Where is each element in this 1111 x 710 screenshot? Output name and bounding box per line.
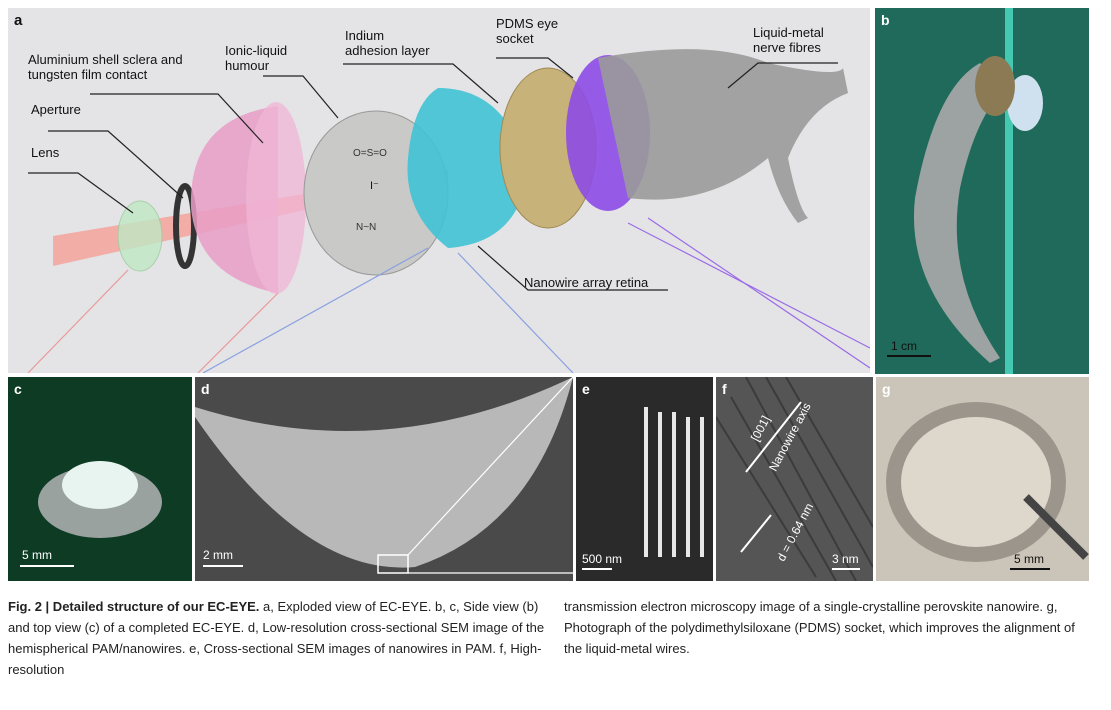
scale-label-c: 5 mm	[22, 548, 52, 562]
panel-label-d: d	[201, 381, 210, 397]
callout-pdms: PDMS eye socket	[496, 16, 559, 46]
scale-bar-c	[20, 565, 74, 567]
aperture-shape	[173, 183, 197, 269]
scale-label-f: 3 nm	[832, 552, 859, 566]
panel-e-nanowire-sem: e 500 nm	[576, 377, 713, 581]
scale-bar-b	[887, 355, 931, 357]
sem-low-res-image	[195, 377, 573, 574]
caption-title: Fig. 2 | Detailed structure of our EC-EY…	[8, 599, 260, 614]
panel-label-g: g	[882, 381, 891, 397]
callout-humour: Ionic-liquid humour	[225, 43, 288, 73]
panel-b-side-view-photo: b 1 cm	[875, 8, 1089, 374]
panel-c-top-view-photo: c 5 mm	[8, 377, 192, 581]
panel-label-c: c	[14, 381, 22, 397]
scale-bar-f	[832, 568, 860, 570]
caption-right-text: transmission electron microscopy image o…	[564, 599, 1075, 656]
nanowire-sem-image	[644, 407, 704, 557]
scale-label-e: 500 nm	[582, 552, 623, 566]
scale-label-g: 5 mm	[1014, 552, 1044, 566]
scale-bar-d	[203, 565, 243, 567]
retina-shape	[407, 88, 528, 248]
exploded-view-illustration: O=S=O N~N I⁻	[27, 49, 870, 373]
panel-label-a: a	[14, 12, 23, 29]
callout-retina: Nanowire array retina	[524, 275, 649, 290]
scale-bar-e	[582, 568, 612, 570]
callout-sclera: Aluminium shell sclera and tungsten film…	[28, 52, 183, 82]
svg-text:N~N: N~N	[356, 222, 376, 233]
tem-lattice-image	[716, 377, 873, 581]
iodide-label: I⁻	[370, 180, 379, 192]
pdms-socket-photo	[886, 402, 1089, 562]
scale-label-d: 2 mm	[203, 548, 233, 562]
panel-label-b: b	[881, 12, 890, 28]
caption-right-column: transmission electron microscopy image o…	[564, 596, 1084, 659]
callout-nerve: Liquid-metal nerve fibres	[753, 25, 824, 55]
panel-label-e: e	[582, 381, 590, 397]
chem-structure-mark: O=S=O	[353, 148, 387, 159]
callout-aperture: Aperture	[31, 102, 81, 117]
panel-a-exploded-view: a O=S=O N~N I⁻	[8, 8, 870, 373]
caption-left-column: Fig. 2 | Detailed structure of our EC-EY…	[8, 596, 548, 680]
callout-indium: Indium adhesion layer	[345, 28, 430, 58]
panel-label-f: f	[722, 381, 727, 397]
side-view-photo	[913, 8, 1043, 374]
panel-d-sem-cross-section: d 2 mm	[195, 377, 573, 581]
callout-lens: Lens	[31, 145, 60, 160]
caption-left-text: a, Exploded view of EC-EYE. b, c, Side v…	[8, 599, 545, 677]
scale-label-b: 1 cm	[891, 339, 918, 353]
nerve-fibres-shape	[598, 49, 848, 223]
top-view-photo	[38, 461, 162, 538]
scale-bar-g	[1010, 568, 1050, 570]
lens-shape	[117, 200, 163, 272]
panel-g-pdms-socket-photo: g 5 mm	[876, 377, 1089, 581]
panel-f-tem-image: f [001] Nanowire axis d = 0.64 nm 3 nm	[716, 377, 873, 581]
